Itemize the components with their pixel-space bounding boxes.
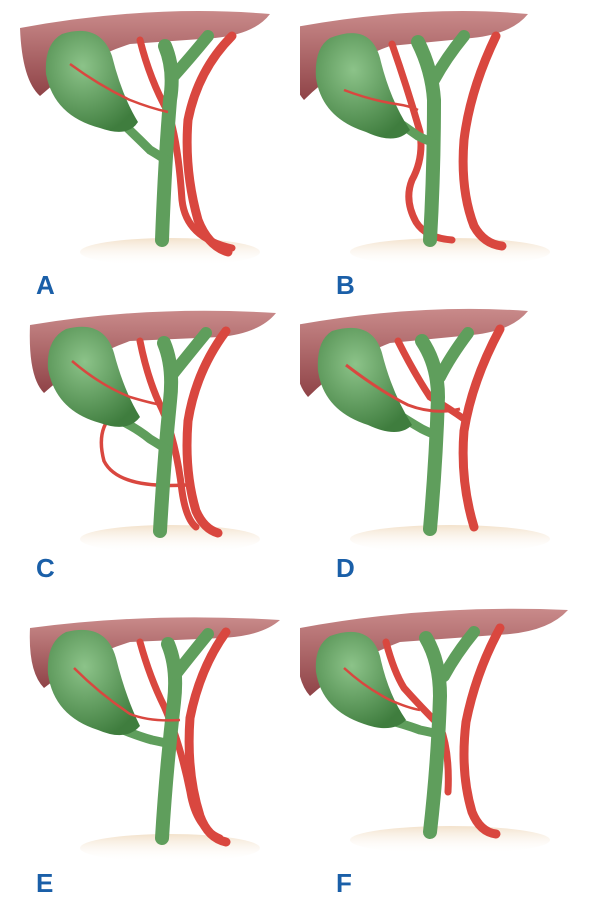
left-hepatic-duct xyxy=(438,626,480,682)
panel-label: C xyxy=(36,553,55,583)
cystic-artery xyxy=(73,667,181,722)
common-bile-duct xyxy=(153,336,179,538)
anatomy-illustration xyxy=(300,11,550,266)
left-hepatic-duct xyxy=(428,30,470,86)
panel-d: D xyxy=(300,301,600,602)
left-hepatic-duct xyxy=(166,30,214,84)
left-hepatic-duct xyxy=(166,327,212,381)
panel-a: A xyxy=(0,0,300,301)
right-hepatic-artery xyxy=(136,36,236,252)
cystic-artery xyxy=(345,363,461,413)
gallbladder xyxy=(315,33,410,139)
cystic-artery xyxy=(343,88,419,112)
left-hepatic-duct xyxy=(170,628,214,680)
liver xyxy=(300,11,528,100)
cystic-artery xyxy=(69,62,169,114)
panel-c: C xyxy=(0,301,300,602)
hepatic-artery xyxy=(182,326,231,538)
panel-b: B xyxy=(300,0,600,301)
right-hepatic-artery xyxy=(394,337,468,423)
panel-label: A xyxy=(36,270,55,300)
gallbladder xyxy=(315,631,406,729)
anatomy-illustration xyxy=(300,608,568,854)
common-bile-duct xyxy=(411,35,442,247)
anatomy-illustration xyxy=(20,11,270,266)
panel-label: D xyxy=(336,553,355,583)
cystic-artery xyxy=(343,667,421,712)
common-bile-duct xyxy=(155,637,183,845)
panel-label: F xyxy=(336,868,352,898)
duodenum xyxy=(80,834,260,862)
right-hepatic-artery xyxy=(388,40,456,244)
panel-label: E xyxy=(36,868,54,898)
hepatic-artery xyxy=(182,31,237,257)
common-bile-duct xyxy=(155,39,179,247)
panel-label: B xyxy=(336,270,355,300)
hepatic-artery xyxy=(459,623,505,839)
cystic-artery-low-origin xyxy=(99,413,187,488)
common-bile-duct xyxy=(415,334,446,536)
hepatic-artery xyxy=(184,627,231,847)
gallbladder xyxy=(47,629,141,736)
anatomy-illustration xyxy=(300,308,550,553)
duodenum xyxy=(350,826,550,854)
cystic-artery-branch xyxy=(71,360,163,407)
panel-e: E xyxy=(0,602,300,903)
common-bile-duct xyxy=(419,631,448,839)
anatomy-illustration xyxy=(29,617,281,862)
duodenum xyxy=(350,525,550,553)
duodenum xyxy=(80,238,260,266)
left-hepatic-duct xyxy=(434,327,474,383)
hepatic-artery xyxy=(458,31,507,251)
gallbladder xyxy=(45,30,138,132)
right-hepatic-artery xyxy=(382,638,452,796)
duodenum xyxy=(80,525,260,553)
panel-f: F xyxy=(300,602,600,903)
hepatic-artery xyxy=(458,324,505,532)
anatomy-illustration xyxy=(29,310,277,553)
